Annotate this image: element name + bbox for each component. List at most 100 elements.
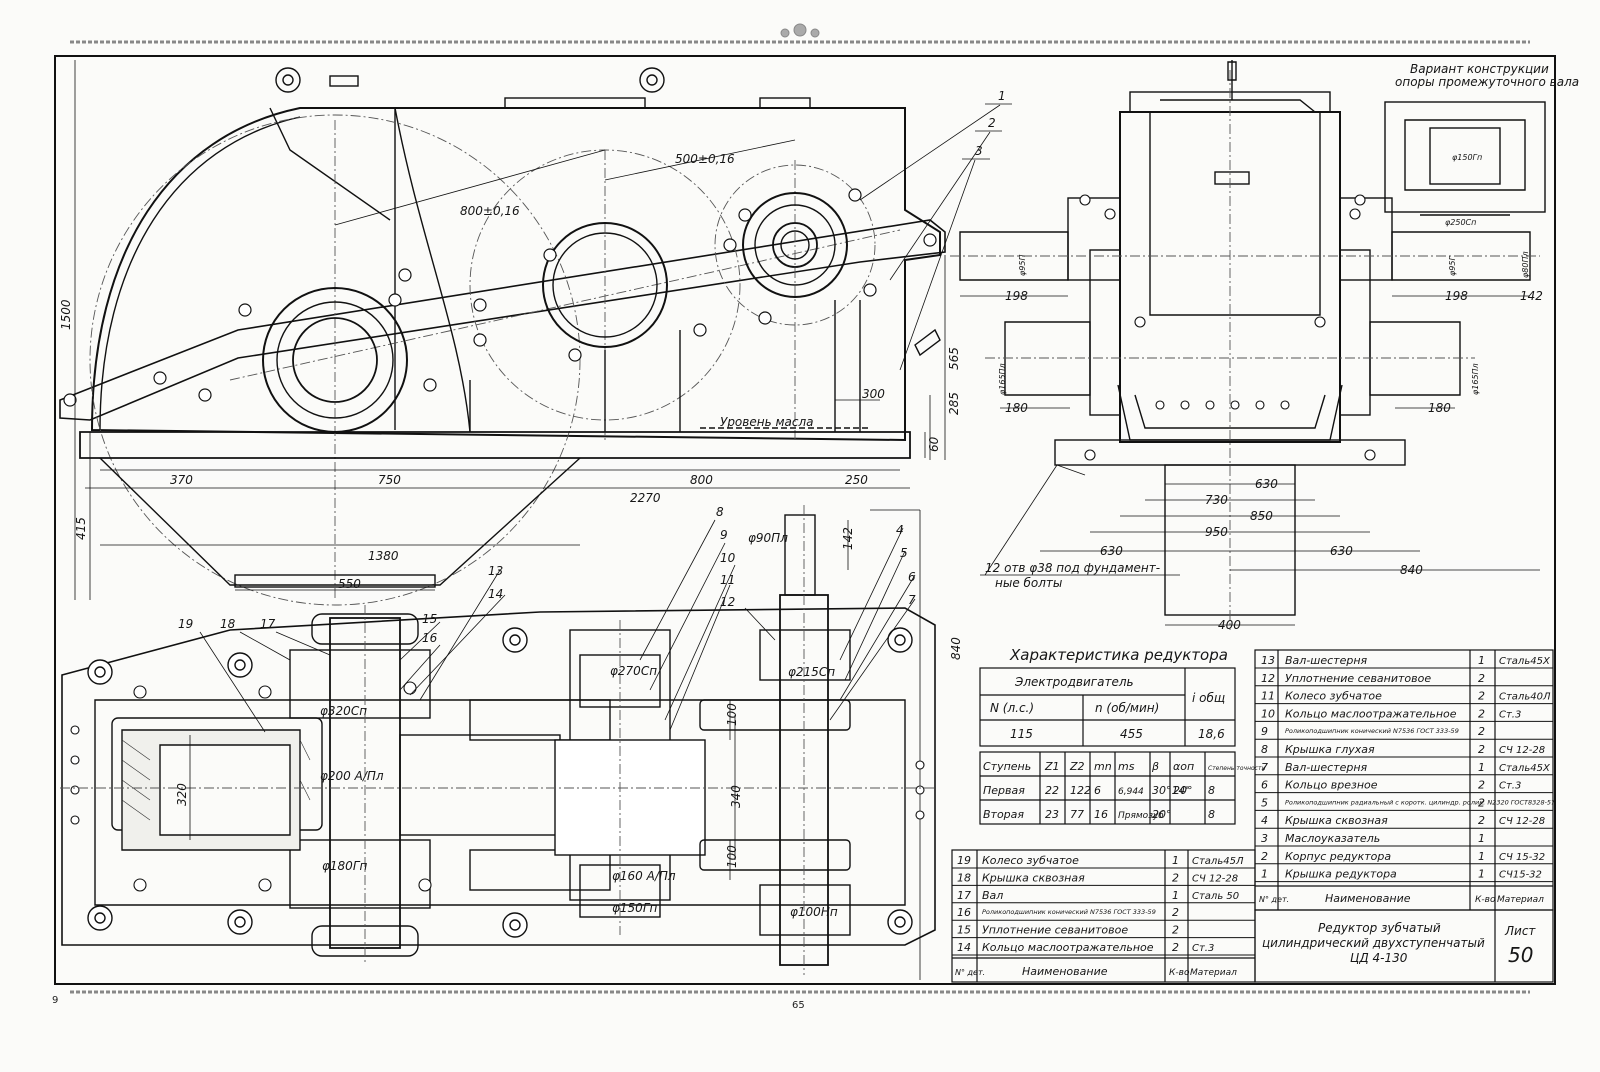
callout-13: 13 [488,564,503,578]
callout-17: 17 [260,617,276,631]
part-number: 9 [1261,725,1268,738]
callout-3: 3 [975,144,983,158]
callout-12: 12 [720,595,735,609]
part-qty: 1 [1478,761,1485,774]
part-qty: 2 [1478,672,1485,685]
part-number: 6 [1261,779,1268,792]
col-i-total: i общ [1192,691,1225,705]
value-n: 455 [1120,727,1143,741]
part-material: Сталь45Х [1499,656,1551,667]
sheet-number: 50 [1508,943,1533,967]
dim-630-right: 630 [1330,544,1353,558]
part-number: 8 [1261,743,1268,756]
side-view [950,60,1546,630]
dim-800-base: 800 [690,473,713,487]
callout-9: 9 [720,528,728,542]
dim-phi165-left: φ165Пл [998,363,1007,395]
title-line3: ЦД 4-130 [1350,951,1408,965]
part-qty: 2 [1478,779,1485,792]
callout-10: 10 [720,551,736,565]
dim-142-plan: 142 [841,527,855,550]
part-number: 17 [957,889,971,902]
dim-phi200: φ200 А/Пл [320,769,384,783]
dim-180-left: 180 [1005,401,1028,415]
part-material: Сталь45Л [1192,856,1244,867]
stage-header-7: Степень точности [1208,765,1265,772]
dim-300: 300 [862,387,885,401]
dim-phi160: φ160 А/Пл [612,869,676,883]
part-material: СЧ 12-28 [1499,816,1545,827]
part-material: СЧ 12-28 [1499,745,1545,756]
bolt-note-line2: ные болты [995,576,1062,590]
title-line2: цилиндрический двухступенчатый [1262,936,1485,950]
stage-cell: Прямозуб [1118,811,1164,821]
margin-mark: 9 [52,995,58,1006]
dim-565: 565 [947,347,961,370]
title-line1: Редуктор зубчатый [1318,921,1441,935]
stage-header-2: Z2 [1069,760,1085,773]
dim-500-centre: 500±0,16 [675,152,735,166]
part-number: 16 [957,906,971,919]
callout-5: 5 [900,546,908,560]
part-name: Кольцо врезное [1285,779,1378,792]
stage-cell: 8 [1208,808,1215,821]
characteristics-table [979,667,1236,825]
dim-1380: 1380 [368,549,399,563]
callout-7: 7 [908,593,916,607]
callout-18: 18 [220,617,236,631]
dim-phi95-right: φ95Г [1448,256,1457,276]
stage-header-6: αоп [1173,760,1194,773]
dim-phi150: φ150Гп [612,901,658,915]
sheet-label: Лист [1504,924,1536,938]
part-material: Сталь40Л [1499,692,1551,703]
part-material: СЧ 15-32 [1499,852,1545,863]
part-name: Крышка глухая [1285,743,1375,756]
parts-footer-no: N° дет. [955,968,985,977]
dim-850: 850 [1250,509,1273,523]
dim-370: 370 [170,473,193,487]
part-qty: 2 [1172,906,1179,919]
stage-cell: 23 [1045,808,1059,821]
dim-630-top: 630 [1255,477,1278,491]
stage-header-4: ms [1118,760,1135,773]
part-number: 3 [1261,832,1268,845]
part-name: Роликоподшипник радиальный с коротк. цил… [1285,798,1556,806]
stage-header-0: Ступень [983,760,1031,773]
parts-footer-name: Наименование [1022,965,1108,978]
part-name: Кольцо маслоотражательное [1285,707,1457,720]
part-number: 7 [1261,761,1268,774]
dim-320-plan: 320 [175,783,189,806]
variant-note-line1: Вариант конструкции [1410,62,1549,76]
part-qty: 1 [1478,868,1485,881]
dim-730: 730 [1205,493,1228,507]
part-qty: 2 [1478,690,1485,703]
part-material: Ст.3 [1499,709,1521,720]
front-elevation-view [59,60,1012,980]
part-name: Вал [982,889,1003,902]
stage-header-1: Z1 [1044,760,1060,773]
variant-d150: φ150Гп [1452,153,1482,162]
parts-footer-material: Материал [1190,968,1237,978]
part-qty: 2 [1478,796,1485,809]
variant-d250: φ250Сп [1445,218,1476,227]
stage-cell: 122 [1070,784,1091,797]
stage-header-3: mn [1094,760,1112,773]
part-name: Роликоподшипник конический N7536 ГОСТ 33… [1285,727,1459,735]
dim-142: 142 [1520,289,1543,303]
part-qty: 2 [1478,725,1485,738]
dim-198-right: 198 [1445,289,1468,303]
part-number: 10 [1261,707,1275,720]
part-number: 5 [1261,796,1268,809]
dim-840: 840 [1400,563,1423,577]
stage-cell: 30°14' [1152,784,1189,797]
dim-phi90: φ90Пл [748,531,788,545]
dim-phi215: φ215Сп [788,665,835,679]
part-number: 11 [1261,690,1275,703]
part-number: 4 [1261,814,1268,827]
stage-header-5: β [1151,760,1159,773]
part-name: Крышка редуктора [1285,868,1397,881]
